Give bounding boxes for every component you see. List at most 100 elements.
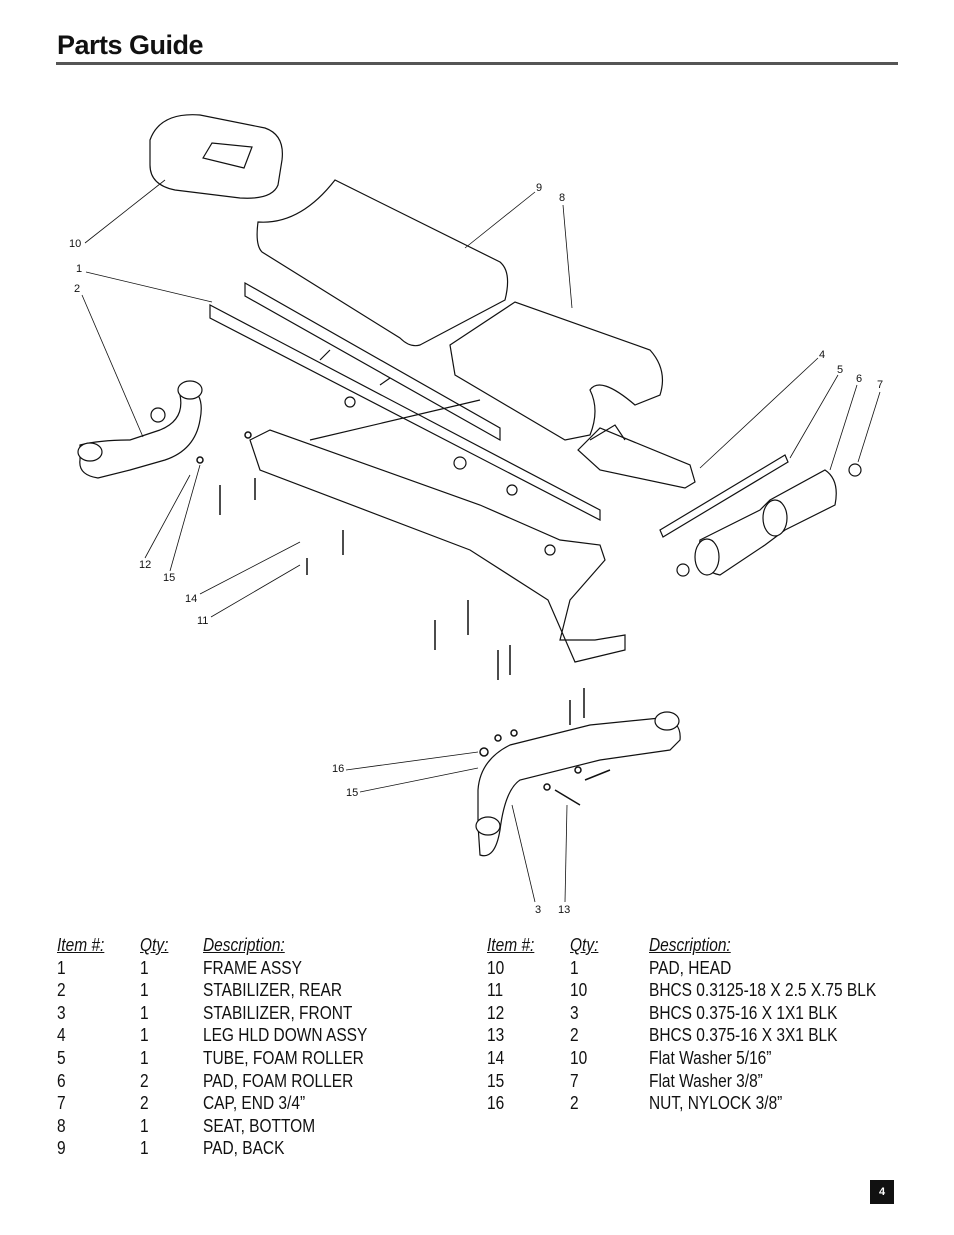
table-row: 9 1 PAD, BACK bbox=[57, 1137, 437, 1160]
callout-12: 12 bbox=[139, 559, 152, 571]
item-number: 14 bbox=[487, 1047, 505, 1068]
callout-14: 14 bbox=[185, 593, 198, 605]
qty: 1 bbox=[140, 980, 149, 1001]
back-pad bbox=[256, 179, 509, 347]
leg-hold-down bbox=[577, 427, 696, 489]
callout-5: 5 bbox=[837, 364, 844, 376]
header-qty: Qty: bbox=[140, 935, 169, 955]
qty: 1 bbox=[140, 1047, 149, 1068]
callout-15b: 15 bbox=[346, 787, 359, 799]
callout-4: 4 bbox=[819, 349, 826, 361]
item-number: 2 bbox=[57, 980, 66, 1001]
qty: 2 bbox=[570, 1093, 579, 1114]
table-row: 4 1 LEG HLD DOWN ASSY bbox=[57, 1024, 437, 1047]
item-number: 6 bbox=[57, 1070, 66, 1091]
description: CAP, END 3/4” bbox=[203, 1093, 306, 1114]
callout-6: 6 bbox=[856, 373, 863, 385]
title-rule bbox=[56, 62, 898, 65]
description: BHCS 0.3125-18 X 2.5 X.75 BLK bbox=[649, 980, 877, 1001]
description: Flat Washer 5/16” bbox=[649, 1047, 772, 1068]
description: STABILIZER, FRONT bbox=[203, 1002, 353, 1023]
header-item: Item #: bbox=[487, 935, 535, 955]
callout-2: 2 bbox=[74, 283, 81, 295]
header-item: Item #: bbox=[57, 935, 105, 955]
header-qty: Qty: bbox=[570, 935, 599, 955]
item-number: 8 bbox=[57, 1115, 66, 1136]
frame-assembly bbox=[209, 281, 626, 663]
table-row: 1 1 FRAME ASSY bbox=[57, 957, 437, 980]
item-number: 3 bbox=[57, 1002, 66, 1023]
table-row: 2 1 STABILIZER, REAR bbox=[57, 979, 437, 1002]
table-row: 3 1 STABILIZER, FRONT bbox=[57, 1002, 437, 1025]
table-header: Item #: Qty: Description: bbox=[57, 934, 437, 957]
header-description: Description: bbox=[203, 935, 285, 955]
item-number: 9 bbox=[57, 1138, 66, 1159]
table-row: 12 3 BHCS 0.375-16 X 1X1 BLK bbox=[487, 1002, 907, 1025]
callout-10: 10 bbox=[69, 238, 82, 250]
rear-stabilizer bbox=[79, 387, 202, 479]
description: SEAT, BOTTOM bbox=[203, 1115, 316, 1136]
description: TUBE, FOAM ROLLER bbox=[203, 1047, 364, 1068]
qty: 2 bbox=[570, 1025, 579, 1046]
qty: 1 bbox=[140, 1025, 149, 1046]
description: BHCS 0.375-16 X 1X1 BLK bbox=[649, 1002, 838, 1023]
front-stabilizer bbox=[477, 717, 681, 857]
page-title: Parts Guide bbox=[57, 30, 204, 60]
description: STABILIZER, REAR bbox=[203, 980, 343, 1001]
table-row: 14 10 Flat Washer 5/16” bbox=[487, 1047, 907, 1070]
description: PAD, HEAD bbox=[649, 957, 732, 978]
item-number: 1 bbox=[57, 957, 66, 978]
exploded-parts-diagram bbox=[77, 114, 881, 903]
header-description: Description: bbox=[649, 935, 731, 955]
description: LEG HLD DOWN ASSY bbox=[203, 1025, 368, 1046]
table-row: 6 2 PAD, FOAM ROLLER bbox=[57, 1070, 437, 1093]
item-number: 16 bbox=[487, 1093, 505, 1114]
head-pad bbox=[149, 114, 283, 199]
callout-3: 3 bbox=[535, 904, 542, 916]
callout-1: 1 bbox=[76, 263, 83, 275]
description: Flat Washer 3/8” bbox=[649, 1070, 763, 1091]
description: BHCS 0.375-16 X 3X1 BLK bbox=[649, 1025, 838, 1046]
description: FRAME ASSY bbox=[203, 957, 302, 978]
qty: 1 bbox=[140, 1002, 149, 1023]
item-number: 11 bbox=[487, 980, 504, 1001]
callout-8: 8 bbox=[559, 192, 566, 204]
qty: 3 bbox=[570, 1002, 579, 1023]
table-row: 11 10 BHCS 0.3125-18 X 2.5 X.75 BLK bbox=[487, 979, 907, 1002]
description: PAD, BACK bbox=[203, 1138, 285, 1159]
qty: 1 bbox=[140, 1138, 149, 1159]
foam-roller-tube bbox=[659, 454, 789, 538]
item-number: 12 bbox=[487, 1002, 505, 1023]
item-number: 10 bbox=[487, 957, 505, 978]
table-row: 16 2 NUT, NYLOCK 3/8” bbox=[487, 1092, 907, 1115]
callout-15: 15 bbox=[163, 572, 176, 584]
qty: 10 bbox=[570, 1047, 588, 1068]
item-number: 4 bbox=[57, 1025, 66, 1046]
qty: 10 bbox=[570, 980, 588, 1001]
table-header: Item #: Qty: Description: bbox=[487, 934, 907, 957]
hardware-bolts bbox=[196, 431, 611, 806]
description: NUT, NYLOCK 3/8” bbox=[649, 1093, 783, 1114]
seat-pad bbox=[449, 301, 663, 441]
item-number: 13 bbox=[487, 1025, 505, 1046]
qty: 2 bbox=[140, 1093, 149, 1114]
item-number: 7 bbox=[57, 1093, 66, 1114]
table-row: 7 2 CAP, END 3/4” bbox=[57, 1092, 437, 1115]
table-row: 13 2 BHCS 0.375-16 X 3X1 BLK bbox=[487, 1024, 907, 1047]
description: PAD, FOAM ROLLER bbox=[203, 1070, 354, 1091]
callout-9: 9 bbox=[536, 182, 543, 194]
page-number: 4 bbox=[870, 1180, 894, 1204]
qty: 1 bbox=[140, 957, 149, 978]
qty: 1 bbox=[140, 1115, 149, 1136]
table-row: 8 1 SEAT, BOTTOM bbox=[57, 1115, 437, 1138]
callout-16: 16 bbox=[332, 763, 345, 775]
callout-13: 13 bbox=[558, 904, 571, 916]
leader-lines bbox=[81, 179, 881, 903]
qty: 2 bbox=[140, 1070, 149, 1091]
qty: 7 bbox=[570, 1070, 579, 1091]
